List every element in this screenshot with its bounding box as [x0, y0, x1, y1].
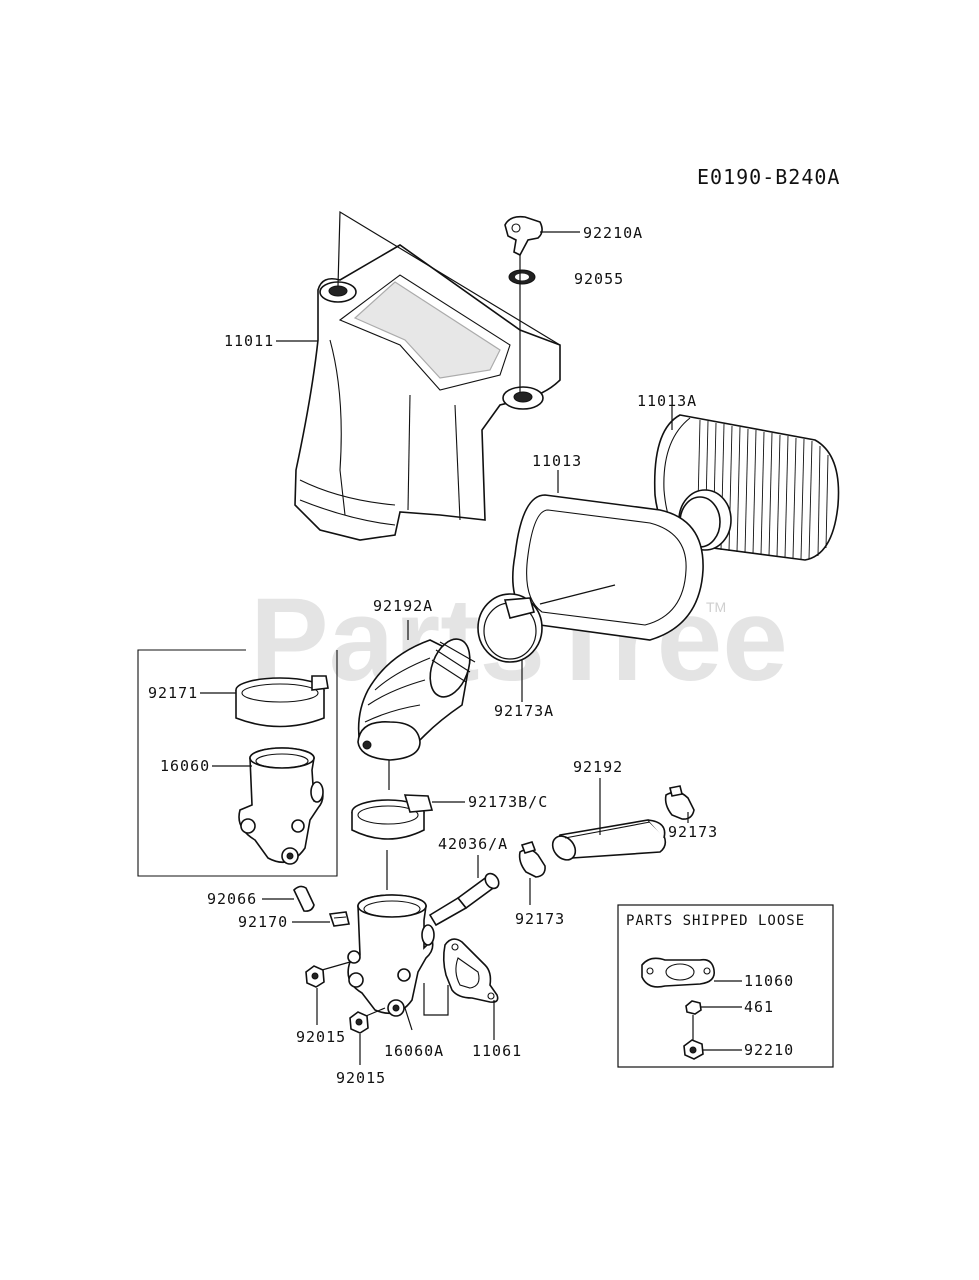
washer-92055[interactable] [508, 269, 536, 285]
hose-clamp-92173A[interactable] [477, 593, 543, 663]
label-42036A: 42036/A [438, 835, 508, 853]
air-cleaner-housing-11011[interactable] [294, 244, 561, 541]
watermark-tm: TM [706, 599, 726, 615]
label-92210: 92210 [744, 1041, 794, 1059]
cap-92066[interactable] [293, 885, 315, 912]
label-92173A: 92173A [494, 702, 554, 720]
label-92055: 92055 [574, 270, 624, 288]
label-92015-lower: 92015 [336, 1069, 386, 1087]
label-92210A: 92210A [583, 224, 643, 242]
label-92015-upper: 92015 [296, 1028, 346, 1046]
pre-cleaner-11013[interactable] [512, 494, 704, 641]
label-16060: 16060 [160, 757, 210, 775]
label-92173-right: 92173 [668, 823, 718, 841]
label-92170: 92170 [238, 913, 288, 931]
gasket-11061[interactable] [442, 938, 499, 1003]
nut-92015-upper[interactable] [305, 965, 325, 988]
label-92192: 92192 [573, 758, 623, 776]
hose-92192[interactable] [548, 819, 667, 864]
label-11011: 11011 [224, 332, 274, 350]
nut-92210[interactable] [683, 1039, 704, 1060]
nut-92015-lower[interactable] [349, 1011, 369, 1034]
label-11061: 11061 [472, 1042, 522, 1060]
label-92173-mid: 92173 [515, 910, 565, 928]
hose-clamp-92173-right[interactable] [664, 785, 695, 820]
label-11013A: 11013A [637, 392, 697, 410]
hose-clamp-92173-mid[interactable] [518, 841, 546, 878]
parts-shipped-loose-title: PARTS SHIPPED LOOSE [626, 913, 805, 929]
wing-nut-92210A[interactable] [504, 215, 543, 257]
label-92192A: 92192A [373, 597, 433, 615]
intake-pipe-16060A[interactable] [347, 894, 435, 1017]
elbow-hose-92192A[interactable] [357, 634, 477, 761]
label-461: 461 [744, 998, 774, 1016]
intake-pipe-16060[interactable] [238, 747, 324, 865]
label-92173BC: 92173B/C [468, 793, 548, 811]
washer-461[interactable] [685, 1000, 702, 1015]
label-11060: 11060 [744, 972, 794, 990]
diagram-code: E0190-B240A [697, 165, 840, 189]
label-16060A: 16060A [384, 1042, 444, 1060]
fitting-92170[interactable] [328, 911, 350, 927]
hose-clamp-92173BC[interactable] [351, 794, 434, 840]
breather-pipe-42036A[interactable] [428, 871, 502, 927]
hose-clamp-92171[interactable] [235, 675, 329, 728]
label-11013: 11013 [532, 452, 582, 470]
gasket-11060[interactable] [641, 957, 716, 988]
label-92171: 92171 [148, 684, 198, 702]
label-92066: 92066 [207, 890, 257, 908]
parts-shipped-loose-box [617, 904, 834, 1068]
